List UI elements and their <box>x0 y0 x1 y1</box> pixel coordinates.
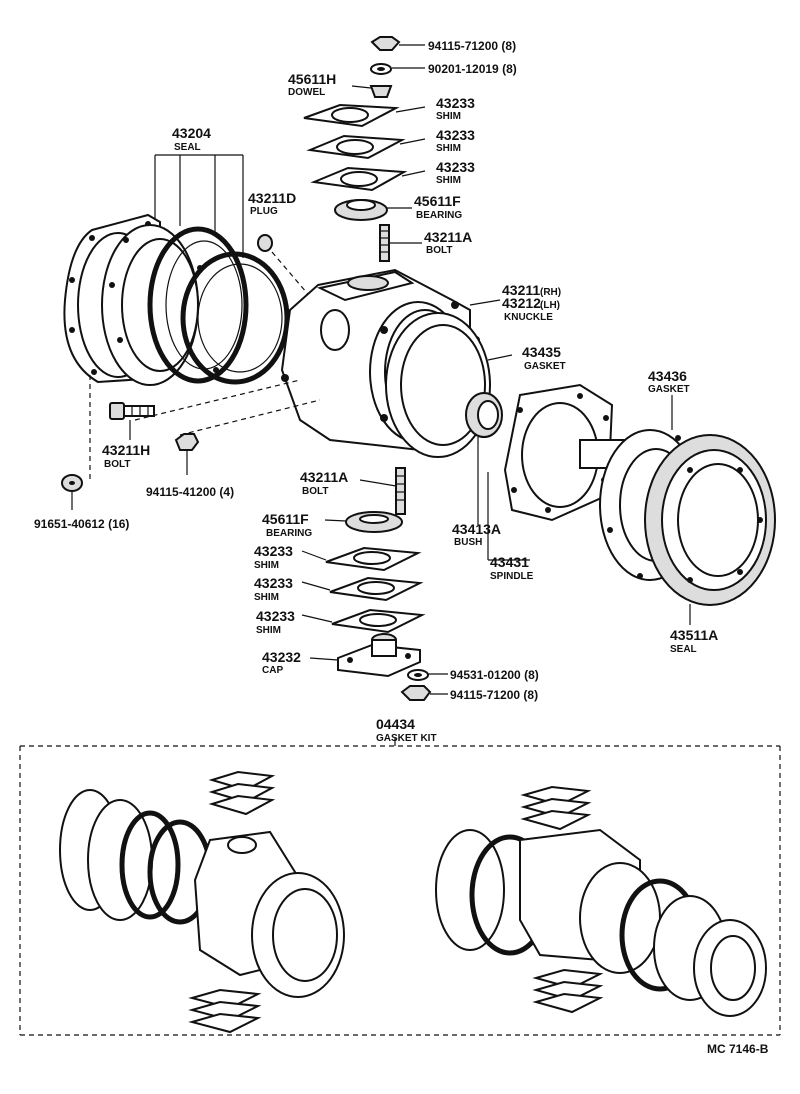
bush <box>465 392 503 525</box>
label-washer-top: 90201-12019 (8) <box>428 62 517 76</box>
top-nut <box>370 36 425 51</box>
label-ref: MC 7146-B <box>707 1042 769 1056</box>
nut-94115-41200 <box>174 433 200 475</box>
label-nut4: 94115-41200 (4) <box>146 485 234 499</box>
dowel <box>351 85 393 98</box>
label-gasket1-pn: 43435 <box>522 344 561 360</box>
label-seal2-pn: 43511A <box>670 627 718 643</box>
label-washer16: 91651-40612 (16) <box>34 517 129 531</box>
bolt-43211H <box>109 402 155 440</box>
seal-ring-2 <box>180 251 290 385</box>
label-bolt-bot-pn: 43211A <box>300 469 348 485</box>
label-knuckle-lh-sfx: (LH) <box>540 300 560 311</box>
label-bolth-pn: 43211H <box>102 442 150 458</box>
top-shim-1 <box>303 103 426 128</box>
gasket-kit-frame <box>19 738 781 1036</box>
label-bearing-bot-nm: BEARING <box>266 528 312 539</box>
label-bearing-bot-pn: 45611F <box>262 511 309 527</box>
gasket-43435 <box>385 312 513 458</box>
label-shim5-nm: SHIM <box>254 592 279 603</box>
kit-right-assembly <box>435 785 767 1017</box>
label-nut-top: 94115-71200 (8) <box>428 39 516 53</box>
label-shim2-pn: 43233 <box>436 127 475 143</box>
label-knuckle-rh-pn: 43211 <box>502 282 540 298</box>
label-nut-bot: 94115-71200 (8) <box>450 688 538 702</box>
label-shim6-nm: SHIM <box>256 625 281 636</box>
label-bush-nm: BUSH <box>454 537 482 548</box>
label-shim1-pn: 43233 <box>436 95 475 111</box>
label-spindle-pn: 43431 <box>490 554 529 570</box>
bottom-shim-3 <box>301 608 426 634</box>
bottom-washer <box>407 669 448 681</box>
bottom-bearing <box>324 511 403 533</box>
label-gasket2-pn: 43436 <box>648 368 687 384</box>
label-seal-pn: 43204 <box>172 125 211 141</box>
washer-91651-40612 <box>61 474 83 510</box>
label-dowel-nm: DOWEL <box>288 87 325 98</box>
label-shim4-pn: 43233 <box>254 543 293 559</box>
label-kit-nm: GASKET KIT <box>376 733 437 744</box>
kit-left-assembly <box>59 770 345 1034</box>
bottom-bolt <box>359 467 406 515</box>
top-shim-3 <box>310 166 426 192</box>
label-bolt-top-pn: 43211A <box>424 229 472 245</box>
label-dowel-pn: 45611H <box>288 71 336 87</box>
label-bush-pn: 43413A <box>452 521 501 537</box>
label-kit-pn: 04434 <box>376 716 415 732</box>
label-shim1-nm: SHIM <box>436 111 461 122</box>
label-plug-nm: PLUG <box>250 206 278 217</box>
bottom-nut <box>400 685 448 701</box>
label-gasket1-nm: GASKET <box>524 361 566 372</box>
label-bearing-top-pn: 45611F <box>414 193 461 209</box>
label-washer-bot: 94531-01200 (8) <box>450 668 539 682</box>
bottom-shim-1 <box>301 546 422 572</box>
label-knuckle-lh-pn: 43212 <box>502 295 541 311</box>
top-shim-2 <box>306 134 426 160</box>
label-shim6-pn: 43233 <box>256 608 295 624</box>
label-plug-pn: 43211D <box>248 190 296 206</box>
label-bolt-top-nm: BOLT <box>426 245 452 256</box>
label-bolt-bot-nm: BOLT <box>302 486 328 497</box>
spindle <box>487 383 649 561</box>
label-knuckle-rh-sfx: (RH) <box>540 287 561 298</box>
top-bolt <box>379 224 422 262</box>
bottom-shim-2 <box>301 576 424 602</box>
label-seal2-nm: SEAL <box>670 644 697 655</box>
label-shim3-nm: SHIM <box>436 175 461 186</box>
top-bearing <box>334 199 412 221</box>
label-bearing-top-nm: BEARING <box>416 210 462 221</box>
label-shim5-pn: 43233 <box>254 575 293 591</box>
label-knuckle-nm: KNUCKLE <box>504 312 553 323</box>
label-seal-nm: SEAL <box>174 142 201 153</box>
seal-43511A <box>644 434 776 625</box>
bottom-cap <box>309 633 421 678</box>
label-shim4-nm: SHIM <box>254 560 279 571</box>
label-bolth-nm: BOLT <box>104 459 130 470</box>
label-shim3-pn: 43233 <box>436 159 475 175</box>
label-cap-nm: CAP <box>262 665 283 676</box>
label-gasket2-nm: GASKET <box>648 384 690 395</box>
seal-leader-lines <box>154 154 244 258</box>
label-shim2-nm: SHIM <box>436 143 461 154</box>
top-washer <box>370 63 425 75</box>
label-cap-pn: 43232 <box>262 649 301 665</box>
label-spindle-nm: SPINDLE <box>490 571 534 582</box>
